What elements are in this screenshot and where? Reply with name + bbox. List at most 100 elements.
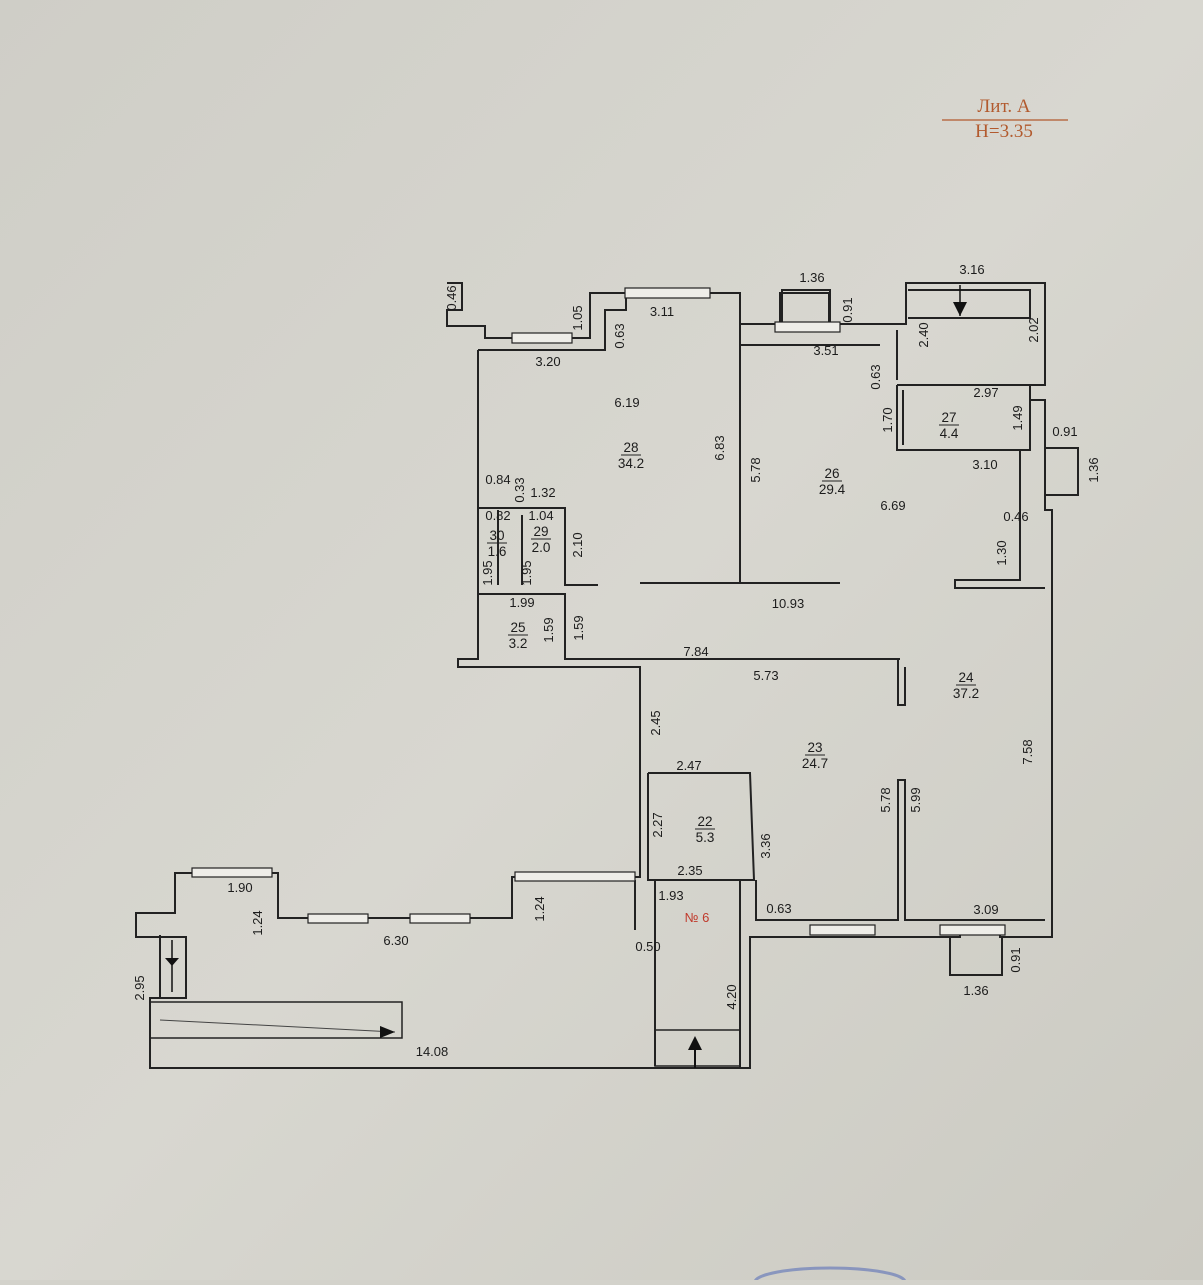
dimension-label: 1.93	[658, 888, 683, 903]
window-4	[307, 913, 369, 924]
room-area: 1.6	[488, 544, 507, 559]
window-bays	[781, 289, 1079, 976]
loggia	[149, 285, 967, 1068]
room-29: 292.0	[531, 524, 551, 555]
room-area: 2.0	[532, 540, 551, 555]
dimension-label: 1.24	[250, 910, 265, 935]
dimension-label: 6.19	[614, 395, 639, 410]
dimension-label: 1.36	[1086, 457, 1101, 482]
dimension-label: 5.99	[908, 787, 923, 812]
room-area: 5.3	[696, 830, 715, 845]
room-area: 3.2	[509, 636, 528, 651]
dimension-label: 6.69	[880, 498, 905, 513]
room-22: 225.3	[695, 814, 715, 845]
room-number: 29	[533, 524, 548, 539]
dimension-label: 1.30	[994, 540, 1009, 565]
window-2	[511, 332, 573, 344]
dimension-label: 3.09	[973, 902, 998, 917]
dimension-label: 4.20	[724, 984, 739, 1009]
dimension-label: 1.04	[528, 508, 553, 523]
dimension-label: 0.91	[1008, 947, 1023, 972]
window-5	[409, 913, 471, 924]
dimension-label: 14.08	[416, 1044, 449, 1059]
dimension-label: 1.32	[530, 485, 555, 500]
dimension-label: 6.30	[383, 933, 408, 948]
room-number: 26	[824, 466, 839, 481]
room-area: 34.2	[618, 456, 644, 471]
dimension-label: 3.51	[813, 343, 838, 358]
room-number: 28	[623, 440, 638, 455]
dimension-label: 2.02	[1026, 317, 1041, 342]
room-number: 22	[697, 814, 712, 829]
arrow-right-icon	[380, 1026, 395, 1038]
dimension-label: 1.59	[541, 617, 556, 642]
dimension-label: 5.78	[748, 457, 763, 482]
dimension-label: 0.50	[635, 939, 660, 954]
dimension-label: 0.63	[868, 364, 883, 389]
dimension-label: 1.36	[799, 270, 824, 285]
dimension-label: 7.58	[1020, 739, 1035, 764]
dimension-label: 1.49	[1010, 405, 1025, 430]
dimension-label: 10.93	[772, 596, 805, 611]
dimension-label: 6.83	[712, 435, 727, 460]
arrow-down-icon	[953, 302, 967, 316]
dimension-label: 0.63	[766, 901, 791, 916]
room-number: 30	[489, 528, 504, 543]
dimension-label: 7.84	[683, 644, 708, 659]
window-8	[939, 924, 1006, 936]
window-9	[191, 867, 273, 878]
dimension-label: 5.73	[753, 668, 778, 683]
apartment-number: № 6	[685, 910, 710, 925]
dimension-label: 2.47	[676, 758, 701, 773]
dimension-label: 2.45	[648, 710, 663, 735]
dimension-label: 3.16	[959, 262, 984, 277]
dimension-label: 3.20	[535, 354, 560, 369]
dimension-label: 1.90	[227, 880, 252, 895]
dimension-label: 3.10	[972, 457, 997, 472]
dimension-label: 1.24	[532, 896, 547, 921]
window-1	[624, 287, 711, 299]
dimension-label: 0.91	[1052, 424, 1077, 439]
inner-walls	[159, 293, 1045, 1068]
dimension-label: 0.46	[1003, 509, 1028, 524]
outer-walls	[135, 282, 1053, 1069]
sheet-title: Лит. А	[977, 96, 1030, 117]
dimension-label: 0.82	[485, 508, 510, 523]
room-30: 301.6	[487, 528, 507, 559]
dimension-label: 0.91	[840, 297, 855, 322]
dimension-label: 0.46	[444, 285, 459, 310]
dimension-label: 0.84	[485, 472, 510, 487]
dimension-label: 2.27	[650, 812, 665, 837]
windows	[191, 287, 1006, 936]
dimension-label: 0.63	[612, 323, 627, 348]
dimension-label: 1.59	[571, 615, 586, 640]
arrow-up-icon	[688, 1036, 702, 1050]
room-25: 253.2	[508, 620, 528, 651]
room-area: 37.2	[953, 686, 979, 701]
room-number: 27	[941, 410, 956, 425]
room-number: 24	[958, 670, 974, 685]
dimension-label: 2.97	[973, 385, 998, 400]
dimension-label: 1.70	[880, 407, 895, 432]
dimension-label: 2.95	[132, 975, 147, 1000]
window-3	[774, 321, 841, 333]
room-labels: 2834.22629.4274.4292.0301.6253.22437.223…	[487, 410, 979, 845]
room-area: 24.7	[802, 756, 828, 771]
dimension-label: 1.05	[570, 305, 585, 330]
window-6	[514, 871, 636, 882]
dimension-label: 1.95	[480, 560, 495, 585]
dimension-label: 2.35	[677, 863, 702, 878]
dimension-label: 0.33	[512, 477, 527, 502]
dimension-label: 1.36	[963, 983, 988, 998]
room-area: 4.4	[940, 426, 959, 441]
dimension-label: 1.95	[519, 560, 534, 585]
dimension-label: 2.10	[570, 532, 585, 557]
dimension-label: 5.78	[878, 787, 893, 812]
